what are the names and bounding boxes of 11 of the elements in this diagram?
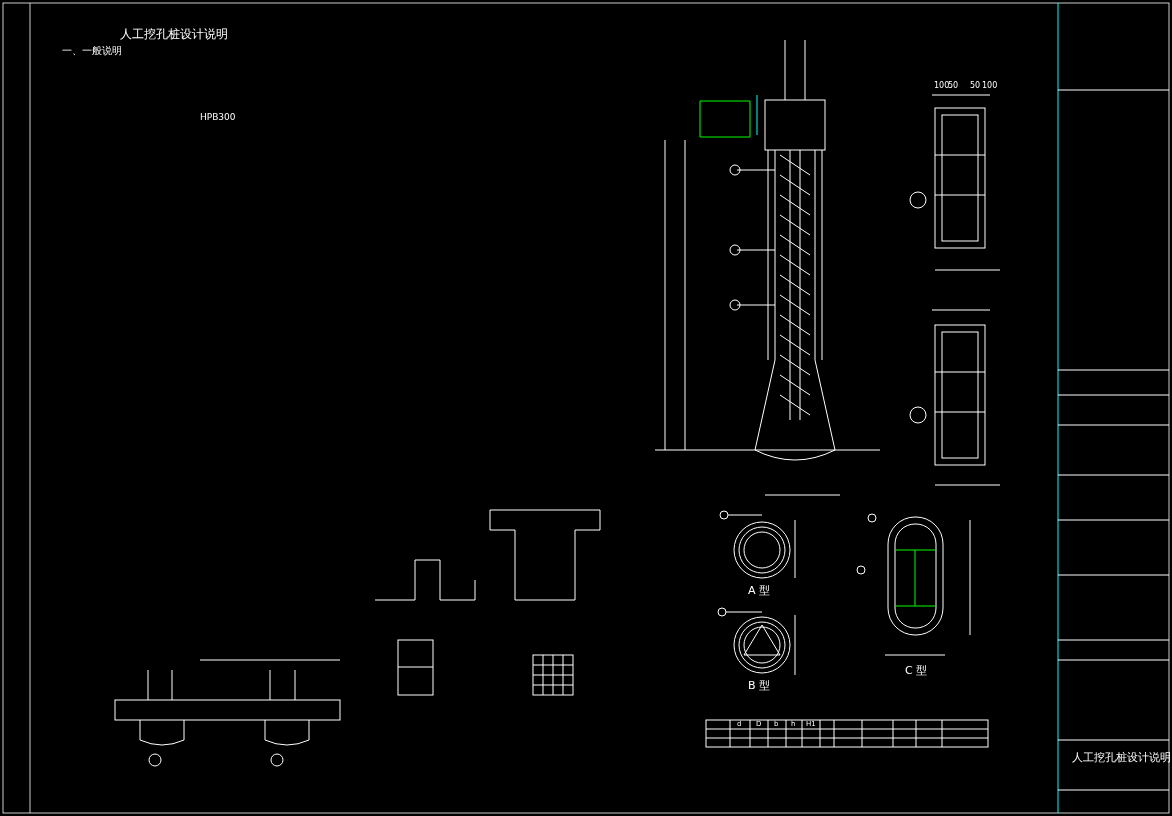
section-label: B 型 <box>748 680 771 693</box>
section-label: C 型 <box>905 665 928 678</box>
dimension-label: 50 <box>948 82 959 91</box>
dimension-label: 100 <box>982 82 998 91</box>
dimension-label: 50 <box>970 82 981 91</box>
section-label: A 型 <box>748 585 771 598</box>
section-heading: 一、一般说明 <box>62 45 122 56</box>
drawing-title: 人工挖孔桩设计说明 <box>120 28 228 42</box>
title-block-text: 人工挖孔桩设计说明 <box>1072 752 1171 765</box>
dimension-label: 100 <box>934 82 950 91</box>
note-text: HPB300 <box>200 113 236 123</box>
